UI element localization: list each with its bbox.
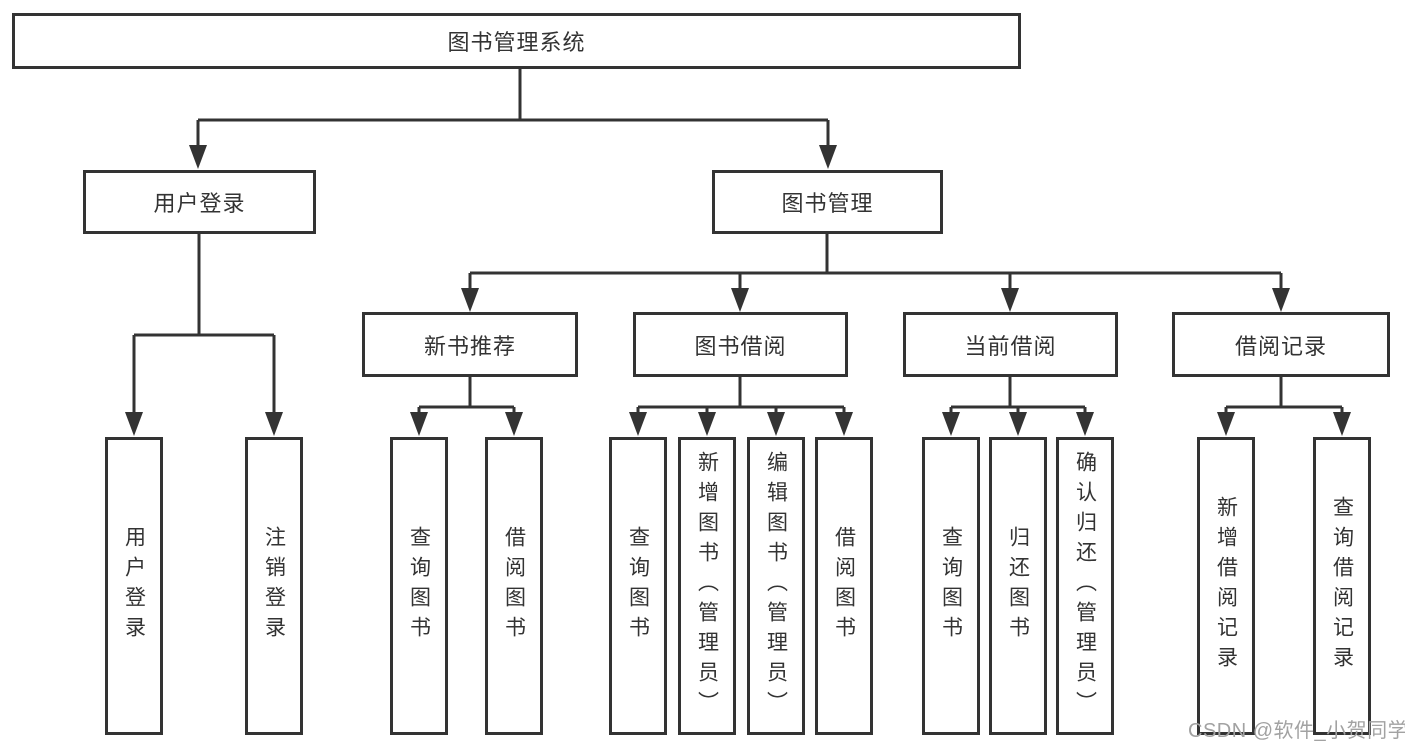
node-borrowing-records: 借阅记录	[1172, 312, 1390, 377]
csdn-watermark: CSDN @软件_小贺同学	[1188, 720, 1405, 742]
leaf-return-books: 归还图书	[989, 437, 1047, 735]
leaf-return-books-label: 归还图书	[1006, 526, 1030, 646]
node-user-login-label: 用户登录	[153, 191, 246, 216]
leaf-query-books-3: 查询图书	[922, 437, 980, 735]
leaf-query-books-1: 查询图书	[390, 437, 448, 735]
leaf-borrow-books-1: 借阅图书	[485, 437, 543, 735]
leaf-user-login: 用户登录	[105, 437, 163, 735]
leaf-add-books-admin-label: 新增图书（管理员）	[695, 451, 719, 721]
node-new-book-recommend: 新书推荐	[362, 312, 578, 377]
node-root: 图书管理系统	[12, 13, 1021, 69]
node-book-management-label: 图书管理	[781, 191, 874, 216]
leaf-add-books-admin: 新增图书（管理员）	[678, 437, 736, 735]
leaf-query-books-1-label: 查询图书	[407, 526, 431, 646]
node-book-borrowing: 图书借阅	[633, 312, 848, 377]
leaf-query-books-2-label: 查询图书	[626, 526, 650, 646]
leaf-query-borrow-record: 查询借阅记录	[1313, 437, 1371, 735]
leaf-borrow-books-1-label: 借阅图书	[502, 526, 526, 646]
leaf-confirm-return-admin: 确认归还（管理员）	[1056, 437, 1114, 735]
node-borrowing-records-label: 借阅记录	[1234, 333, 1327, 359]
leaf-logout-label: 注销登录	[262, 526, 286, 646]
node-new-book-recommend-label: 新书推荐	[423, 333, 516, 359]
leaf-add-borrow-record-label: 新增借阅记录	[1214, 496, 1238, 676]
leaf-borrow-books-2: 借阅图书	[815, 437, 873, 735]
leaf-edit-books-admin: 编辑图书（管理员）	[747, 437, 805, 735]
node-user-login: 用户登录	[83, 170, 316, 234]
node-book-management: 图书管理	[712, 170, 943, 234]
leaf-edit-books-admin-label: 编辑图书（管理员）	[764, 451, 788, 721]
leaf-query-books-3-label: 查询图书	[939, 526, 963, 646]
leaf-user-login-label: 用户登录	[122, 526, 146, 646]
leaf-query-borrow-record-label: 查询借阅记录	[1330, 496, 1354, 676]
node-root-label: 图书管理系统	[447, 30, 586, 55]
node-current-borrowing-label: 当前借阅	[964, 333, 1057, 359]
leaf-borrow-books-2-label: 借阅图书	[832, 526, 856, 646]
leaf-query-books-2: 查询图书	[609, 437, 667, 735]
leaf-confirm-return-admin-label: 确认归还（管理员）	[1073, 451, 1097, 721]
leaf-logout: 注销登录	[245, 437, 303, 735]
node-current-borrowing: 当前借阅	[903, 312, 1118, 377]
node-book-borrowing-label: 图书借阅	[694, 333, 787, 359]
leaf-add-borrow-record: 新增借阅记录	[1197, 437, 1255, 735]
